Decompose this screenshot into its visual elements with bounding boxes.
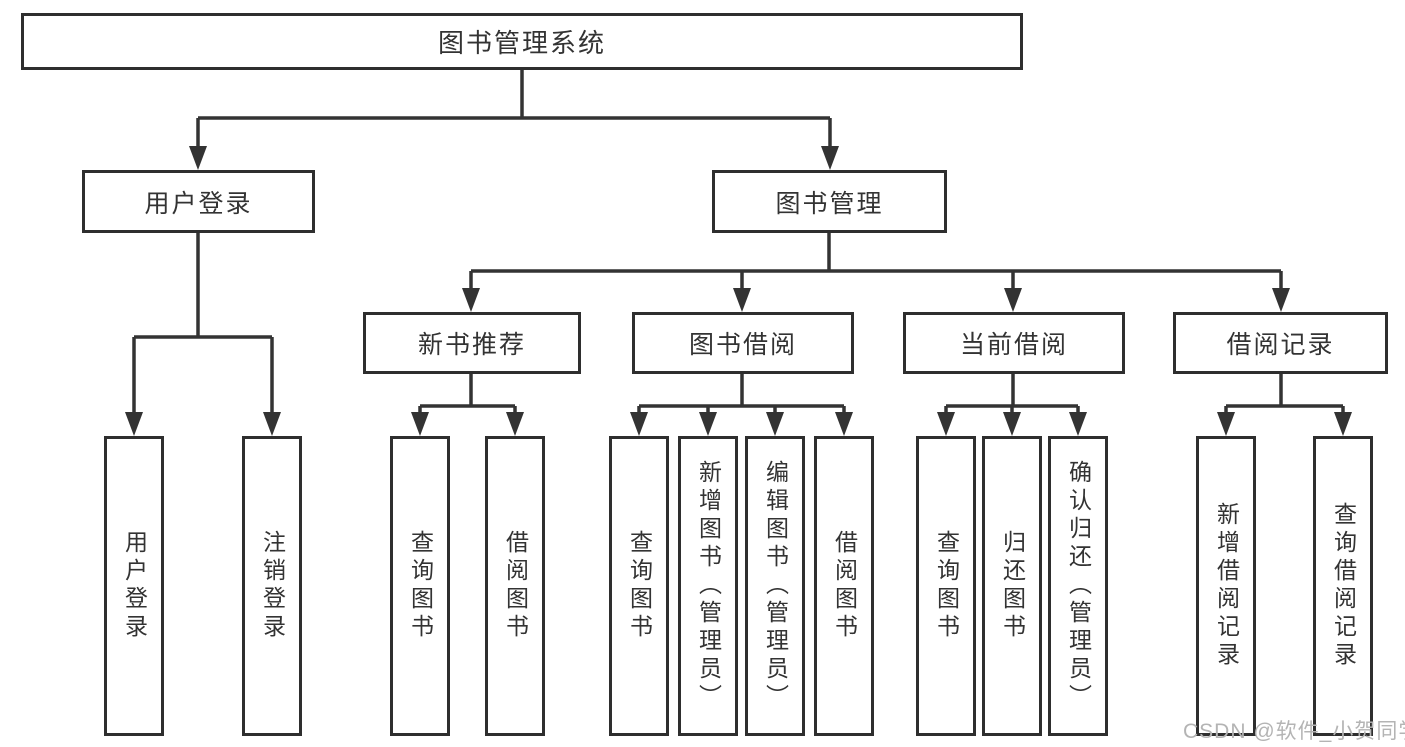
connector-user-login-branch [132, 233, 274, 416]
connector-borrow-record-branch [1224, 374, 1345, 418]
arrowhead-icon [411, 412, 429, 436]
node-leaf-query-book-2: 查询图书 [609, 436, 669, 736]
arrowhead-icon [189, 146, 207, 170]
arrowhead-icon [821, 146, 839, 170]
connector-lines [132, 69, 1345, 418]
node-book-borrow: 图书借阅 [632, 312, 854, 374]
connector-root-to-level2 [196, 69, 832, 150]
node-borrow-record: 借阅记录 [1173, 312, 1388, 374]
node-root-system: 图书管理系统 [21, 13, 1023, 70]
arrowhead-icon [1334, 412, 1352, 436]
node-leaf-query-book-3: 查询图书 [916, 436, 976, 736]
arrowhead-icon [937, 412, 955, 436]
arrowhead-icon [733, 288, 751, 312]
arrowhead-icon [506, 412, 524, 436]
node-leaf-borrow-book-1: 借阅图书 [485, 436, 545, 736]
node-leaf-query-book-1: 查询图书 [390, 436, 450, 736]
arrowhead-icon [125, 412, 143, 436]
csdn-watermark: CSDN @软件_小贺同学 [1183, 720, 1405, 743]
arrowhead-icons [125, 146, 1352, 436]
node-current-borrow: 当前借阅 [903, 312, 1125, 374]
arrowhead-icon [766, 412, 784, 436]
node-leaf-return-book: 归还图书 [982, 436, 1042, 736]
arrowhead-icon [1004, 288, 1022, 312]
node-book-management: 图书管理 [712, 170, 947, 233]
arrowhead-icon [699, 412, 717, 436]
connector-current-borrow-branch [944, 374, 1080, 418]
connector-book-mgmt-branch [469, 233, 1283, 292]
node-leaf-add-book-admin: 新增图书（管理员） [678, 436, 738, 736]
node-new-book-recommend: 新书推荐 [363, 312, 581, 374]
node-leaf-edit-book-admin: 编辑图书（管理员） [745, 436, 805, 736]
arrowhead-icon [630, 412, 648, 436]
arrowhead-icon [835, 412, 853, 436]
node-leaf-logout: 注销登录 [242, 436, 302, 736]
arrowhead-icon [462, 288, 480, 312]
node-leaf-confirm-return-admin: 确认归还（管理员） [1048, 436, 1108, 736]
arrowhead-icon [1003, 412, 1021, 436]
node-leaf-add-borrow-record: 新增借阅记录 [1196, 436, 1256, 736]
arrowhead-icon [1272, 288, 1290, 312]
arrowhead-icon [1069, 412, 1087, 436]
connector-book-borrow-branch [637, 374, 846, 418]
connector-new-book-branch [418, 374, 517, 418]
node-leaf-borrow-book-2: 借阅图书 [814, 436, 874, 736]
node-leaf-query-borrow-record: 查询借阅记录 [1313, 436, 1373, 736]
arrowhead-icon [263, 412, 281, 436]
node-user-login: 用户登录 [82, 170, 315, 233]
node-leaf-user-login: 用户登录 [104, 436, 164, 736]
arrowhead-icon [1217, 412, 1235, 436]
